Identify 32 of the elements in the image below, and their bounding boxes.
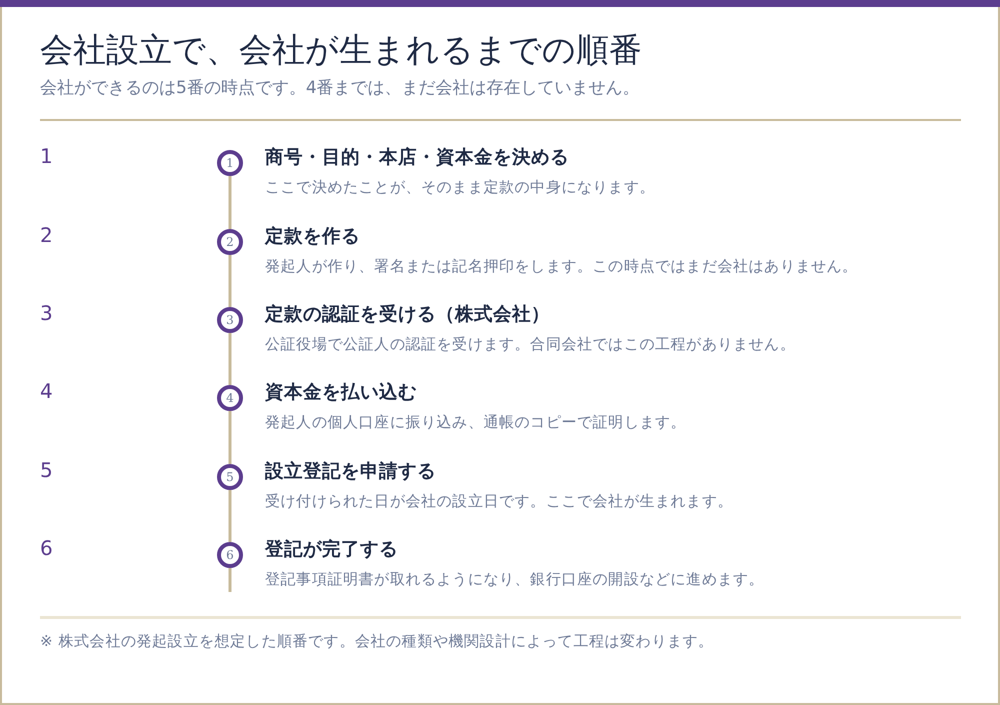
step-description: 受け付けられた日が会社の設立日です。ここで会社が生まれます。 xyxy=(265,491,733,511)
step-description: ここで決めたことが、そのまま定款の中身になります。 xyxy=(265,177,655,197)
step-number: 3 xyxy=(40,301,53,325)
step-title: 資本金を払い込む xyxy=(265,381,417,405)
step-description: 公証役場で公証人の認証を受けます。合同会社ではこの工程がありません。 xyxy=(265,334,796,354)
step-title: 定款の認証を受ける（株式会社） xyxy=(265,303,550,327)
timeline-line xyxy=(228,490,232,542)
step-description: 発起人が作り、署名または記名押印をします。この時点ではまだ会社はありません。 xyxy=(265,256,858,276)
step-number: 2 xyxy=(40,223,53,247)
step-description: 登記事項証明書が取れるようになり、銀行口座の開設などに進めます。 xyxy=(265,569,764,589)
timeline-line xyxy=(228,333,232,385)
step-title: 設立登記を申請する xyxy=(265,460,436,484)
step-title: 定款を作る xyxy=(265,225,360,249)
timeline-line xyxy=(228,176,232,229)
step-title: 商号・目的・本店・資本金を決める xyxy=(265,146,569,170)
step-circle: 3 xyxy=(217,307,243,333)
footnote: ※ 株式会社の発起設立を想定した順番です。会社の種類や機関設計によって工程は変わります。 xyxy=(40,631,714,651)
subtitle: 会社ができるのは5番の時点です。4番までは、まだ会社は存在していません。 xyxy=(40,77,640,99)
step-number: 6 xyxy=(40,536,53,560)
step-number: 1 xyxy=(40,144,53,168)
step-number: 5 xyxy=(40,458,53,482)
step-circle: 5 xyxy=(217,464,243,490)
step-circle: 1 xyxy=(217,150,243,176)
step-description: 発起人の個人口座に振り込み、通帳のコピーで証明します。 xyxy=(265,412,686,432)
title: 会社設立で、会社が生まれるまでの順番 xyxy=(40,30,642,70)
step-circle: 2 xyxy=(217,229,243,255)
timeline-line xyxy=(228,255,232,307)
step-title: 登記が完了する xyxy=(265,538,398,562)
step-circle: 4 xyxy=(217,385,243,411)
step-circle: 6 xyxy=(217,542,243,568)
timeline-line xyxy=(228,411,232,464)
step-number: 4 xyxy=(40,379,53,403)
